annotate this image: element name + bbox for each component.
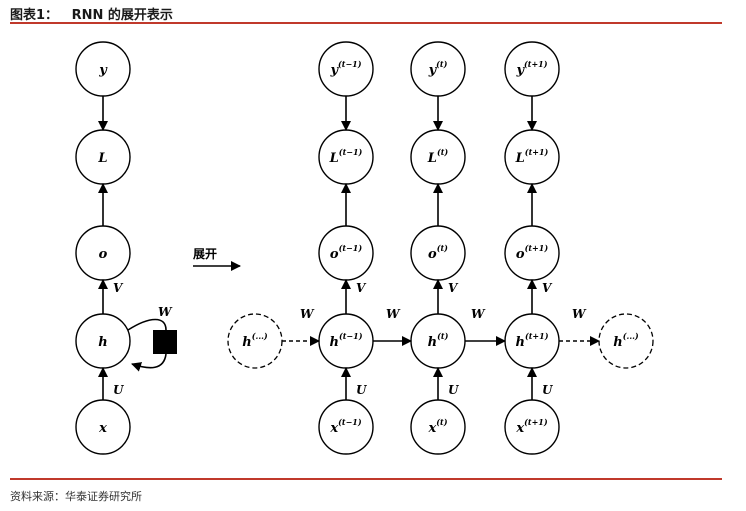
step-0-edge-label-u: U [356, 383, 368, 397]
step-1-node-o [410, 225, 466, 281]
step-0-node-o-label: o(t−1) [330, 243, 362, 262]
step-1-node-h [410, 313, 466, 369]
step-0-node-y-label: y(t−1) [329, 59, 361, 78]
delay-square [153, 330, 177, 354]
bottom-rule [10, 478, 722, 480]
step-0-node-h-label: h(t−1) [330, 331, 363, 350]
h-next-node [598, 313, 654, 369]
step-0-node-l-label: L(t−1) [329, 147, 363, 166]
w-label-0: W [300, 307, 315, 321]
figure-title: 图表1： RNN 的展开表示 [10, 4, 173, 23]
step-2-node-l-label: L(t+1) [515, 147, 549, 166]
step-2-node-y-label: y(t+1) [515, 59, 547, 78]
step-2-node-l [504, 129, 560, 185]
folded-node-l-label: L [97, 151, 107, 166]
w-label-3: W [572, 307, 587, 321]
step-1-node-h-label: h(t) [428, 331, 449, 350]
step-0-edge-label-v: V [356, 281, 367, 295]
folded-node-y-label: y [98, 63, 108, 78]
folded-node-h-label: h [98, 335, 107, 350]
step-2-node-o-label: o(t+1) [516, 243, 548, 262]
figure-title-text: RNN 的展开表示 [71, 8, 173, 23]
step-2-node-h [504, 313, 560, 369]
step-0-node-x [318, 399, 374, 455]
step-2-edge-label-u: U [542, 383, 554, 397]
step-1-edge-label-v: V [448, 281, 459, 295]
step-1-node-y [410, 41, 466, 97]
w-label-2: W [471, 307, 486, 321]
step-0-node-y [318, 41, 374, 97]
h-next-label: h(...) [613, 331, 639, 350]
folded-recurrent-loop [127, 318, 167, 331]
step-2-node-x [504, 399, 560, 455]
h-prev-node [227, 313, 283, 369]
step-1-node-o-label: o(t) [428, 243, 448, 262]
folded-recurrent-loop-return [131, 353, 167, 372]
step-2-node-o [504, 225, 560, 281]
h-prev-label: h(...) [242, 331, 268, 350]
step-1-node-x-label: x(t) [427, 417, 447, 436]
unfold-label: 展开 [193, 247, 217, 261]
step-0-node-h [318, 313, 374, 369]
step-0-node-o [318, 225, 374, 281]
step-2-node-x-label: x(t+1) [515, 417, 548, 436]
source-note: 资料来源：华泰证券研究所 [10, 490, 142, 503]
step-1-node-x [410, 399, 466, 455]
step-1-node-l [410, 129, 466, 185]
step-1-node-l-label: L(t) [427, 147, 449, 166]
folded-edge-label-u: U [113, 383, 125, 397]
folded-edge-label-w: W [158, 305, 173, 319]
folded-node-x-label: x [98, 421, 107, 436]
folded-node-o-label: o [99, 247, 108, 262]
step-2-edge-label-v: V [542, 281, 553, 295]
step-0-node-l [318, 129, 374, 185]
step-2-node-y [504, 41, 560, 97]
step-1-edge-label-u: U [448, 383, 460, 397]
step-1-node-y-label: y(t) [428, 59, 448, 78]
step-0-node-x-label: x(t−1) [329, 417, 362, 436]
folded-edge-label-v: V [113, 281, 124, 295]
w-label-1: W [386, 307, 401, 321]
top-rule [10, 22, 722, 24]
figure-label: 图表1： [10, 8, 59, 23]
step-2-node-h-label: h(t+1) [516, 331, 549, 350]
